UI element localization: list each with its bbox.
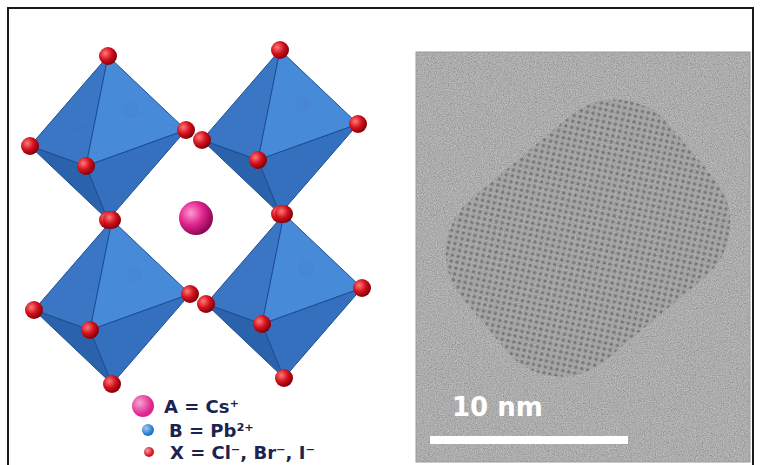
legend-text: A = Cs⁺ (164, 396, 239, 417)
legend-swatch (142, 424, 154, 436)
legend-item: X = Cl⁻, Br⁻, I⁻ (138, 441, 315, 463)
legend-swatch (144, 447, 154, 457)
legend-text: B = Pb²⁺ (169, 420, 254, 441)
legend-swatch (132, 395, 154, 417)
scale-bar-label: 10 nm (452, 392, 543, 422)
legend-item: A = Cs⁺ (132, 395, 239, 417)
legend-text: X = Cl⁻, Br⁻, I⁻ (170, 442, 315, 463)
legend-item: B = Pb²⁺ (137, 419, 254, 441)
